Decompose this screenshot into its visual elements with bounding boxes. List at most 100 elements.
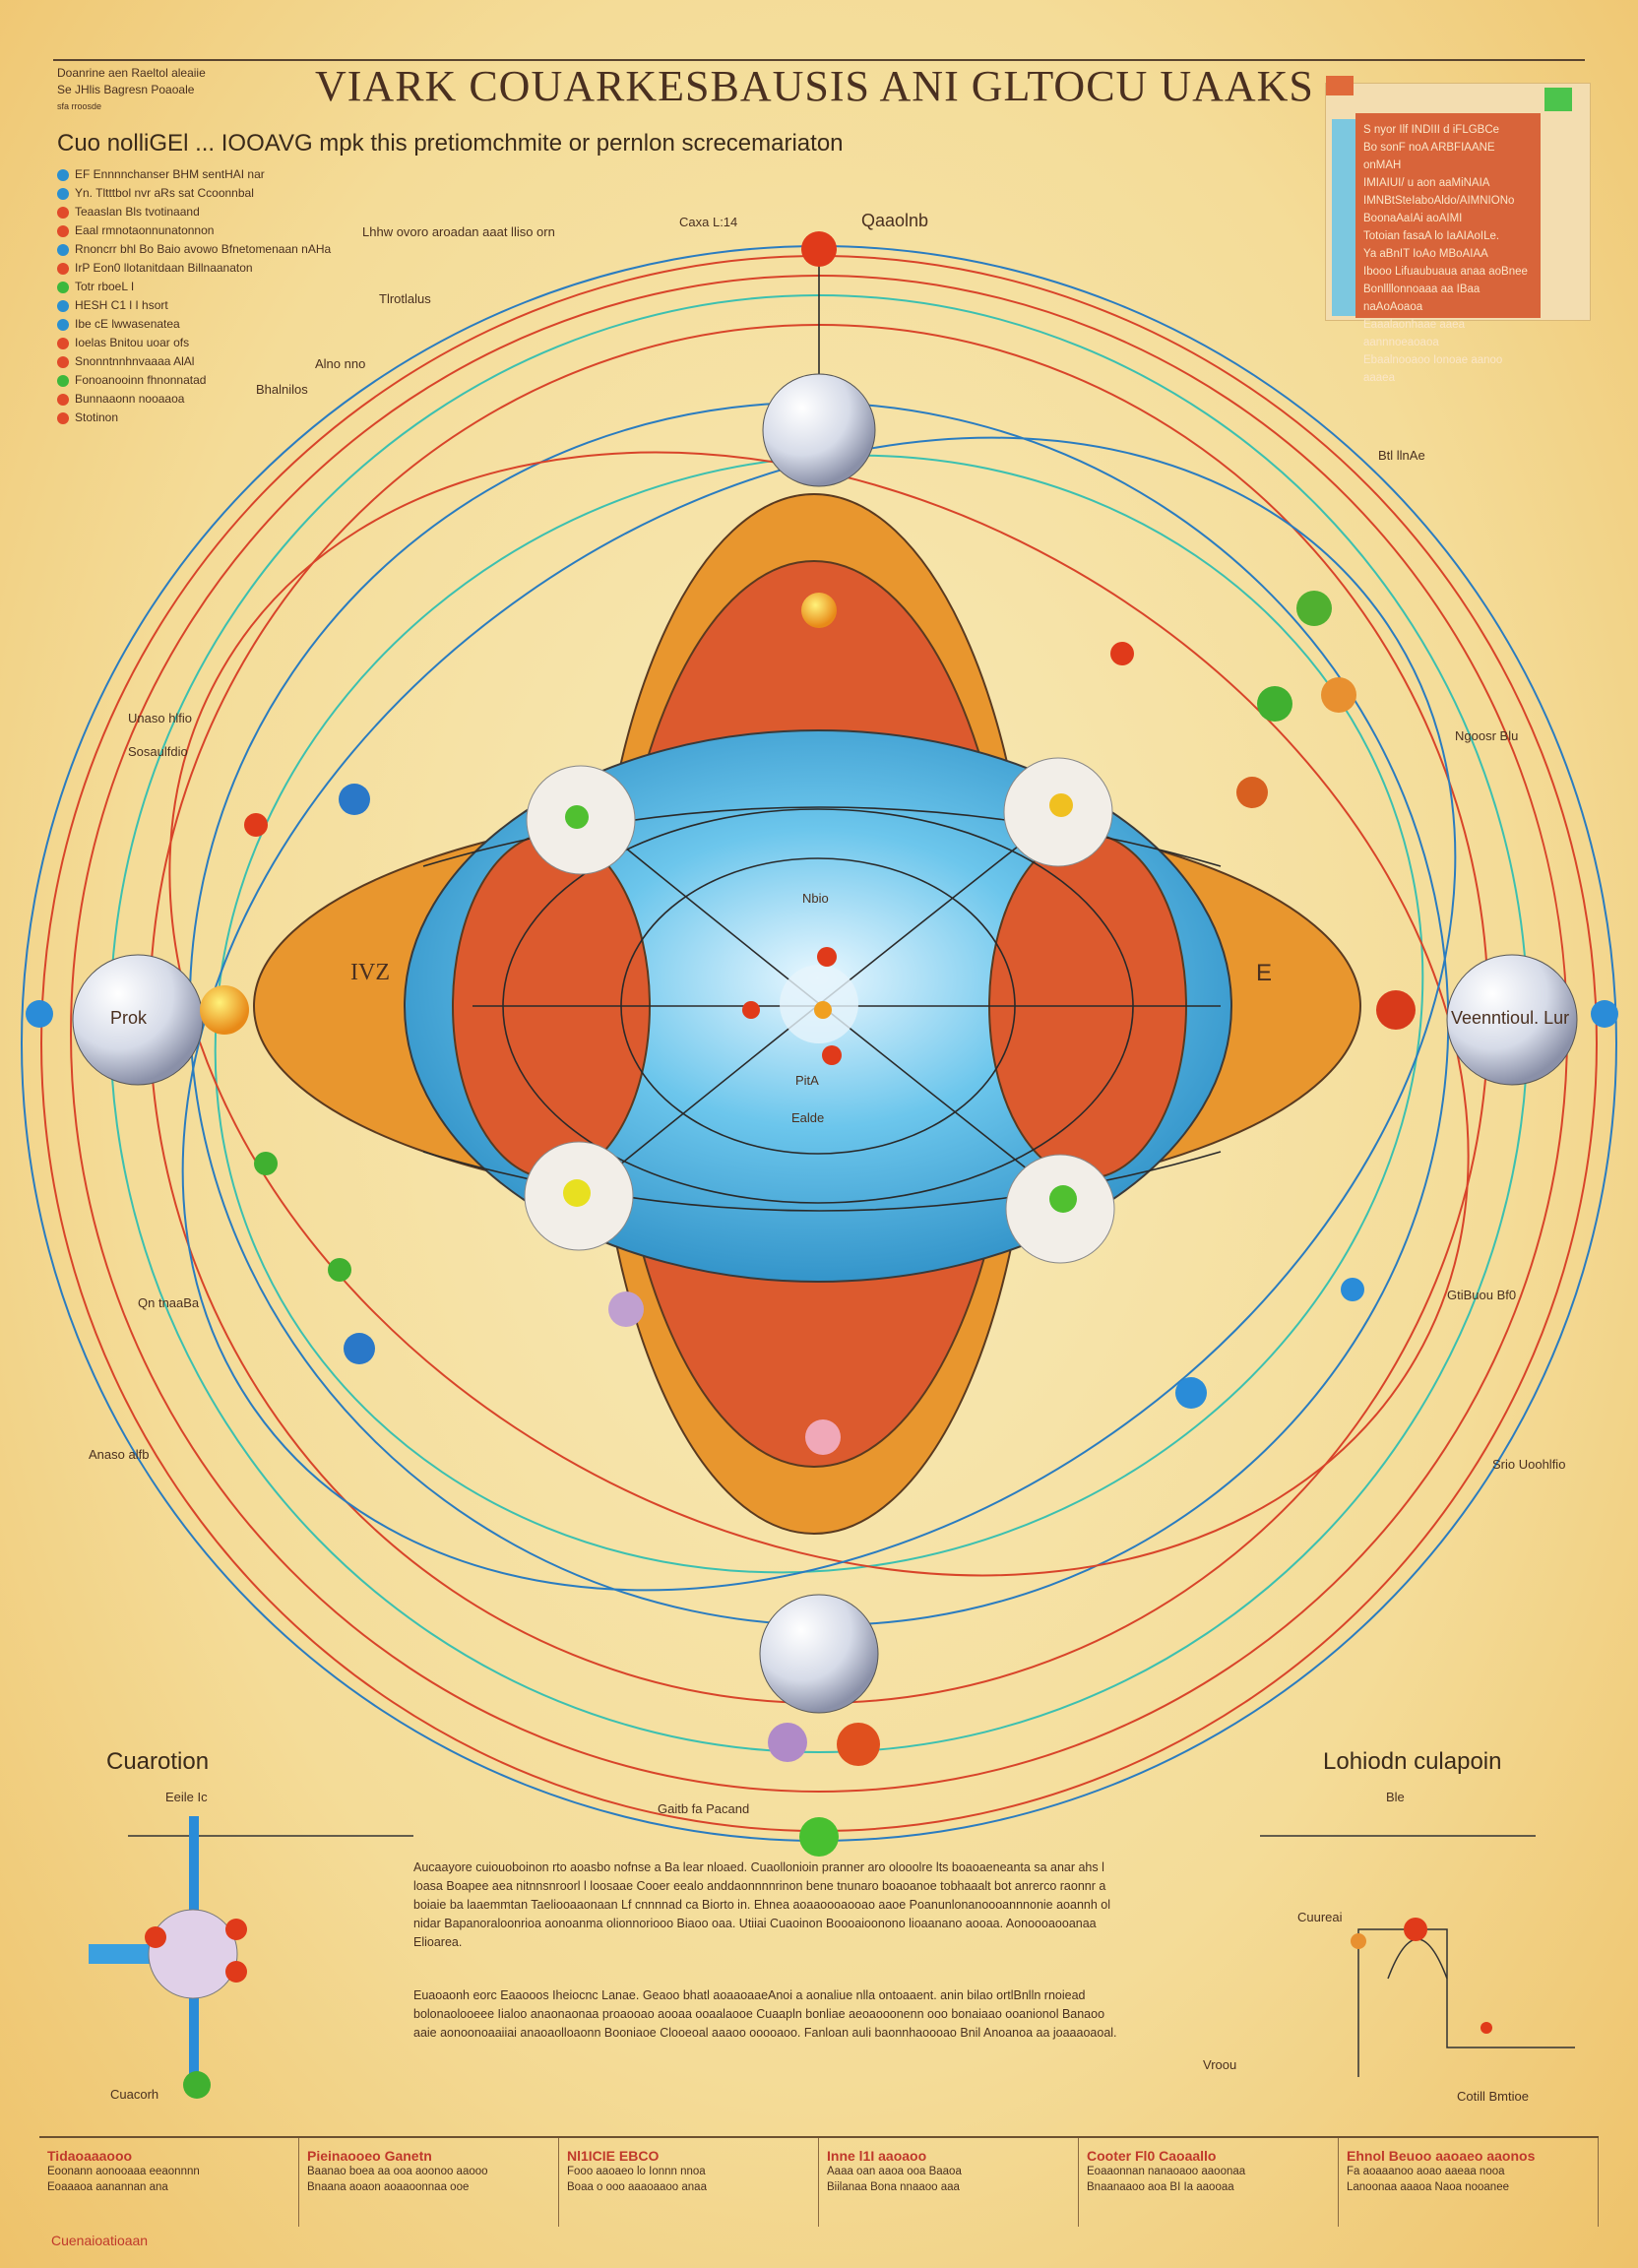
legend-dot-icon [57, 187, 69, 200]
legend-item: Snonntnnhnvaaaa AlAl [57, 352, 331, 371]
quark-green [1049, 1185, 1077, 1213]
right-small: Ble [1386, 1790, 1405, 1804]
legend-label: Teaaslan Bls tvotinaand [75, 205, 200, 219]
legend-dot-icon [57, 355, 69, 368]
legend-item: Stotinon [57, 409, 331, 427]
info-line: Ebaalnooaoo Ionoae aanoo aaaea [1363, 354, 1503, 384]
quark-yellow [563, 1179, 591, 1207]
footer-cell-line: Eoaaonnan nanaoaoo aaoonaa [1087, 2166, 1246, 2177]
legend-label: Eaal rmnotaonnunatonnon [75, 223, 215, 237]
legend-dot-icon [57, 299, 69, 312]
right-lobe-mark: E [1256, 960, 1273, 986]
side-note: Bhalnilos [256, 382, 308, 397]
info-line: Bo sonF noA ARBFIAANE onMAH [1363, 142, 1495, 171]
legend-dot-icon [57, 206, 69, 219]
side-note: Sosaulfdio [128, 744, 188, 759]
legend-dot-icon [57, 281, 69, 293]
legend-dot-icon [57, 168, 69, 181]
legend-dot-icon [57, 337, 69, 349]
legend-label: Bunnaaonn nooaaoa [75, 392, 185, 406]
corner-notes: Doanrine aen Raeltol aleaiie Se JHlis Ba… [57, 65, 206, 115]
legend-label: Fonoanooinn fhnonnatad [75, 373, 207, 387]
footer-cell-title: Inne l1I aaoaoo [827, 2148, 927, 2164]
legend-item: Ioelas Bnitou uoar ofs [57, 334, 331, 352]
info-line: Eaaalaonhaae aaea aannnoeaoaoa [1363, 319, 1465, 348]
side-note: Alno nno [315, 356, 366, 371]
quark-red [801, 231, 837, 267]
right-sphere [1446, 954, 1578, 1086]
legend-dot-icon [57, 374, 69, 387]
legend-label: Stotinon [75, 410, 119, 424]
quark-red [742, 1001, 760, 1019]
side-note: Srio Uoohlfio [1492, 1457, 1566, 1472]
quark-green [799, 1817, 839, 1857]
footer-cell: Ehnol Beuoo aaoaeo aaonos Fa aoaaanoo aoa… [1339, 2138, 1599, 2227]
footer-cell-title: Nl1ICIE EBCO [567, 2148, 660, 2164]
corner-line: Doanrine aen Raeltol aleaiie [57, 66, 206, 80]
info-line: BoonaAaIAi aoAIMI [1363, 213, 1463, 224]
description-paragraph-2: Euaoaonh eorc Eaaooos Iheiocnc Lanae. Ge… [413, 1988, 1117, 2040]
upper-note: Lhhw ovoro aroadan aaat lliso orn [362, 224, 555, 239]
info-tag [1326, 76, 1354, 95]
quark-orange [1321, 677, 1356, 713]
bottom-sphere [759, 1594, 879, 1714]
footer-cell-line: Bnaana aoaon aoaaoonnaa ooe [307, 2181, 470, 2193]
footer-cell-line: Fa aoaaanoo aoao aaeaa nooa [1347, 2166, 1505, 2177]
quark-blue [344, 1333, 375, 1364]
footer-cell-line: Baanao boea aa ooa aoonoo aaooo [307, 2166, 488, 2177]
quark-red [1376, 990, 1416, 1030]
center-top-label: Nbio [802, 891, 829, 906]
legend-dot-icon [57, 318, 69, 331]
legend-item: Yn. Tltttbol nvr aRs sat Ccoonnbal [57, 184, 331, 203]
info-line: S nyor Ilf INDIII d iFLGBCe [1363, 124, 1500, 136]
legend-label: Rnoncrr bhl Bo Baio avowo Bfnetomenaan n… [75, 242, 332, 256]
side-note: Anaso alfb [89, 1447, 150, 1462]
footer-cell-line: Bnaanaaoo aoa BI Ia aaooaa [1087, 2181, 1234, 2193]
side-note: Btl llnAe [1378, 448, 1425, 463]
center-label-2: Ealde [791, 1110, 825, 1125]
legend-item: EF Ennnnchanser BHM sentHAI nar [57, 165, 331, 184]
quark-yellow [200, 985, 249, 1035]
orbit [188, 402, 1450, 1626]
info-line: Bonllllonnoaaa aa IBaa naAoAoaoa [1363, 284, 1480, 313]
footer-cell-title: Ehnol Beuoo aaoaeo aaonos [1347, 2148, 1536, 2164]
left-section-title: Cuarotion [106, 1748, 210, 1775]
side-note: Qn tnaaBa [138, 1295, 200, 1310]
legend-label: Ioelas Bnitou uoar ofs [75, 336, 190, 349]
side-note: Unaso hlfio [128, 711, 193, 725]
info-line: Totoian fasaA lo IaAIAoILe. [1363, 230, 1500, 242]
quark-blue [1591, 1000, 1618, 1028]
legend-item: Ibe cE lwwasenatea [57, 315, 331, 334]
quark-purple [608, 1292, 644, 1327]
right-label: Cuureai [1297, 1910, 1343, 1924]
footer-cell-title: Cooter Fl0 Caoaallo [1087, 2148, 1217, 2164]
quark-red [817, 947, 837, 967]
legend-item: Teaaslan Bls tvotinaand [57, 203, 331, 221]
info-box: S nyor Ilf INDIII d iFLGBCe Bo sonF noA A… [1325, 76, 1591, 384]
legend-dot-icon [57, 411, 69, 424]
quark-red [244, 813, 268, 837]
quark-green [254, 1152, 278, 1175]
right-bottom-label: Cotill Bmtioe [1457, 2089, 1529, 2104]
orbit [214, 454, 1424, 1574]
footer-cell-line: Eoaaaoa aanannan ana [47, 2181, 168, 2193]
quark-green [565, 805, 589, 829]
info-line: Ibooo Lifuaubuaua anaa aoBnee [1363, 266, 1528, 278]
info-blue-strip [1332, 119, 1355, 316]
legend-dot-icon [57, 393, 69, 406]
footer-cell-line: Boaa o ooo aaaoaaoo anaa [567, 2181, 707, 2193]
info-line: IMIAIUI/ u aon aaMiNAIA [1363, 177, 1490, 189]
side-note: Ngoosr Blu [1455, 728, 1519, 743]
legend-label: Yn. Tltttbol nvr aRs sat Ccoonnbal [75, 186, 254, 200]
legend-label: Snonntnnhnvaaaa AlAl [75, 354, 195, 368]
corner-line: sfa rroosde [57, 101, 102, 111]
upper-note-2: Tlrotlalus [379, 291, 431, 306]
footer-cell-line: Biilanaa Bona nnaaoo aaa [827, 2181, 960, 2193]
orbit [181, 436, 1457, 1592]
legend-item: Rnoncrr bhl Bo Baio avowo Bfnetomenaan n… [57, 240, 331, 259]
legend-dot-icon [57, 243, 69, 256]
left-lobe-mark: IVZ [350, 960, 390, 985]
